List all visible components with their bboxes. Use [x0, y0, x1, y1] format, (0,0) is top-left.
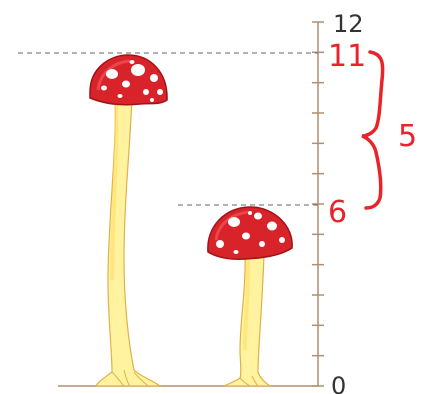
difference-brace [361, 50, 385, 210]
difference-label: 5 [398, 119, 417, 154]
ruler-max-label: 12 [333, 10, 364, 38]
ruler: 12 0 [312, 10, 364, 394]
annotations: 11 6 5 [328, 39, 417, 230]
ruler-min-label: 0 [331, 372, 346, 394]
short-height-label: 6 [328, 195, 347, 230]
tall-mushroom [89, 54, 168, 387]
tall-mushroom-spots [101, 60, 163, 102]
short-mushroom [207, 206, 293, 387]
tall-mushroom-stem [95, 95, 162, 387]
short-mushroom-spots [216, 211, 285, 254]
tall-height-label: 11 [328, 39, 366, 74]
